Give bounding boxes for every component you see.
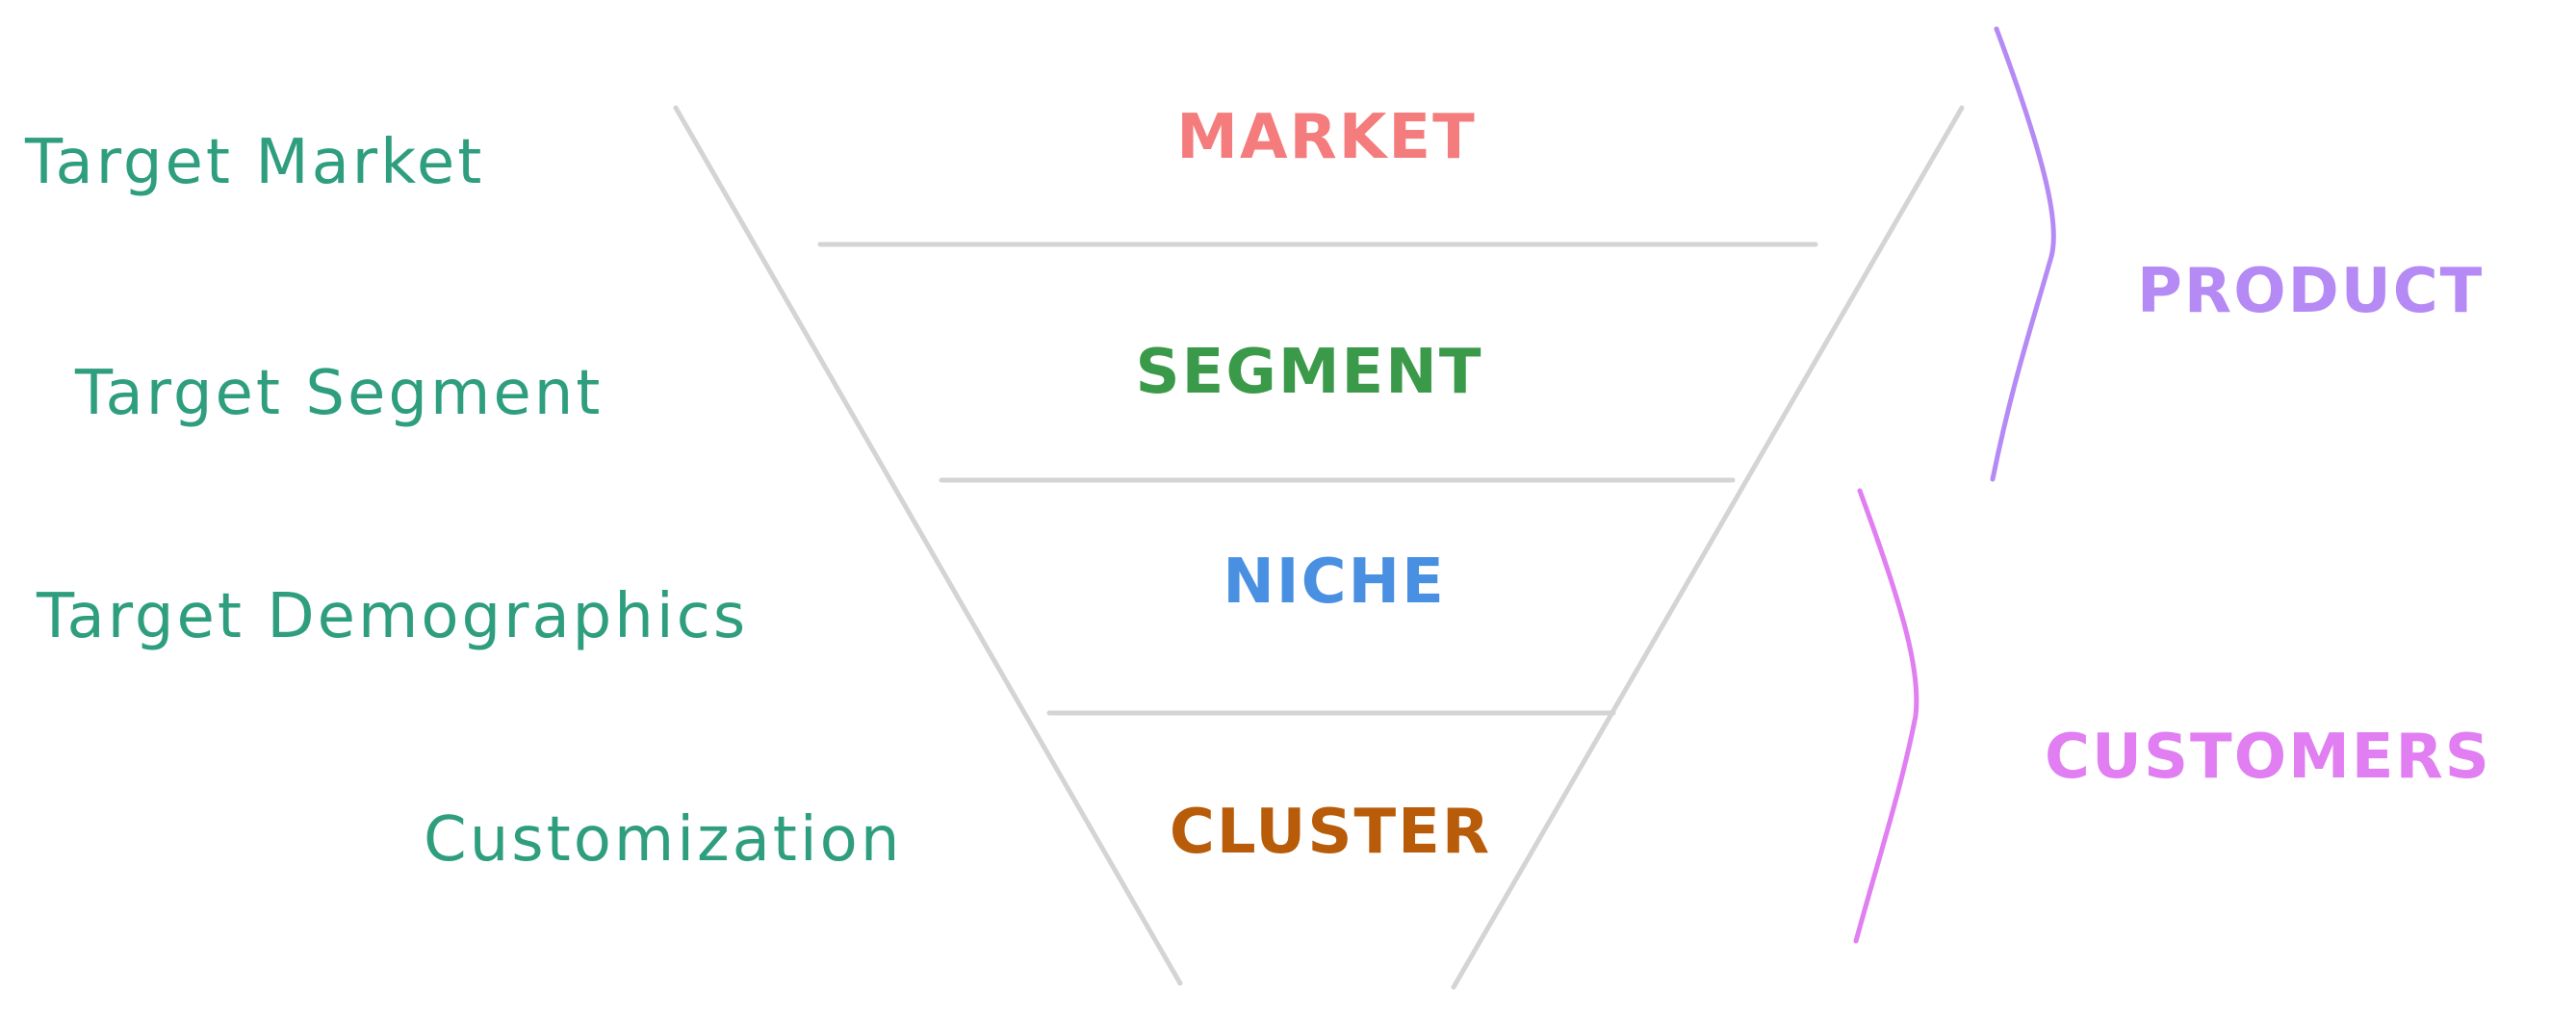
left-label-target-segment: Target Segment — [74, 358, 603, 429]
left-label-customization: Customization — [424, 804, 902, 876]
funnel-left-edge — [673, 105, 1183, 986]
tier-label-niche: NICHE — [1223, 547, 1446, 618]
tier-label-cluster: CLUSTER — [1170, 797, 1491, 868]
left-label-target-demographics: Target Demographics — [36, 581, 748, 652]
left-label-target-market: Target Market — [24, 127, 484, 198]
group-label-product: PRODUCT — [2137, 256, 2484, 327]
customers-brace — [1853, 488, 1919, 944]
funnel-right-edge — [1451, 105, 1965, 990]
tier-label-market: MARKET — [1176, 102, 1476, 173]
tier-label-segment: SEGMENT — [1136, 337, 1483, 408]
product-brace — [1990, 26, 2056, 482]
group-label-customers: CUSTOMERS — [2045, 722, 2491, 793]
